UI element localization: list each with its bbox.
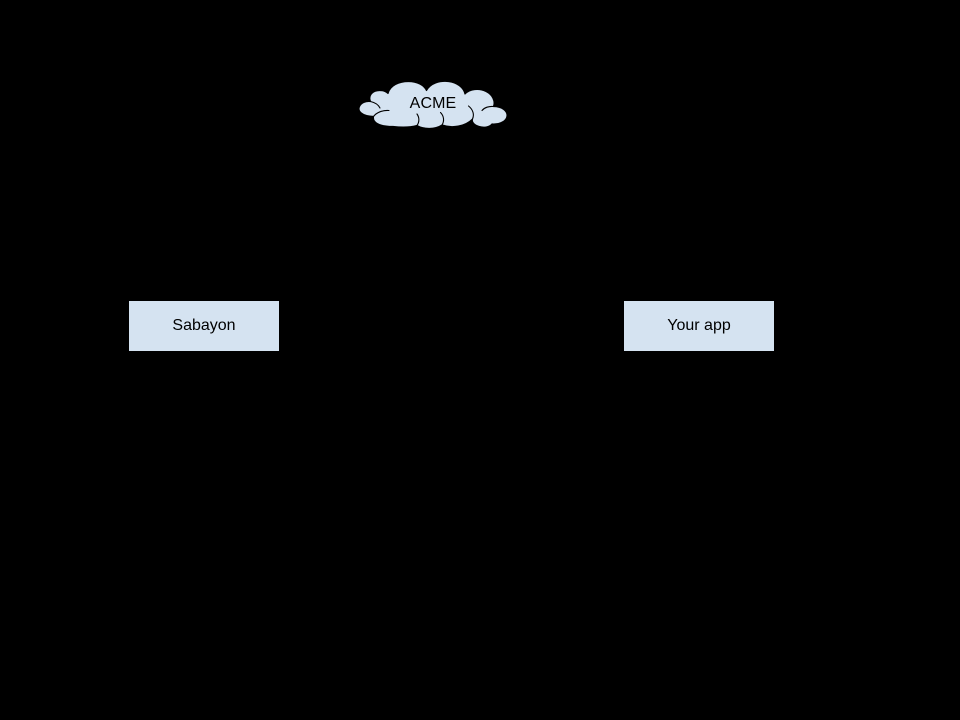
edge-yourapp-to-acme xyxy=(449,120,700,300)
node-sabayon-label: Sabayon xyxy=(172,317,236,334)
edge-sabayon-to-acme xyxy=(203,120,421,300)
node-acme-cloud[interactable]: ACME xyxy=(356,79,510,129)
node-sabayon[interactable]: Sabayon xyxy=(128,300,280,352)
node-yourapp[interactable]: Your app xyxy=(623,300,775,352)
node-yourapp-label: Your app xyxy=(667,317,731,334)
cloud-icon xyxy=(358,80,508,129)
